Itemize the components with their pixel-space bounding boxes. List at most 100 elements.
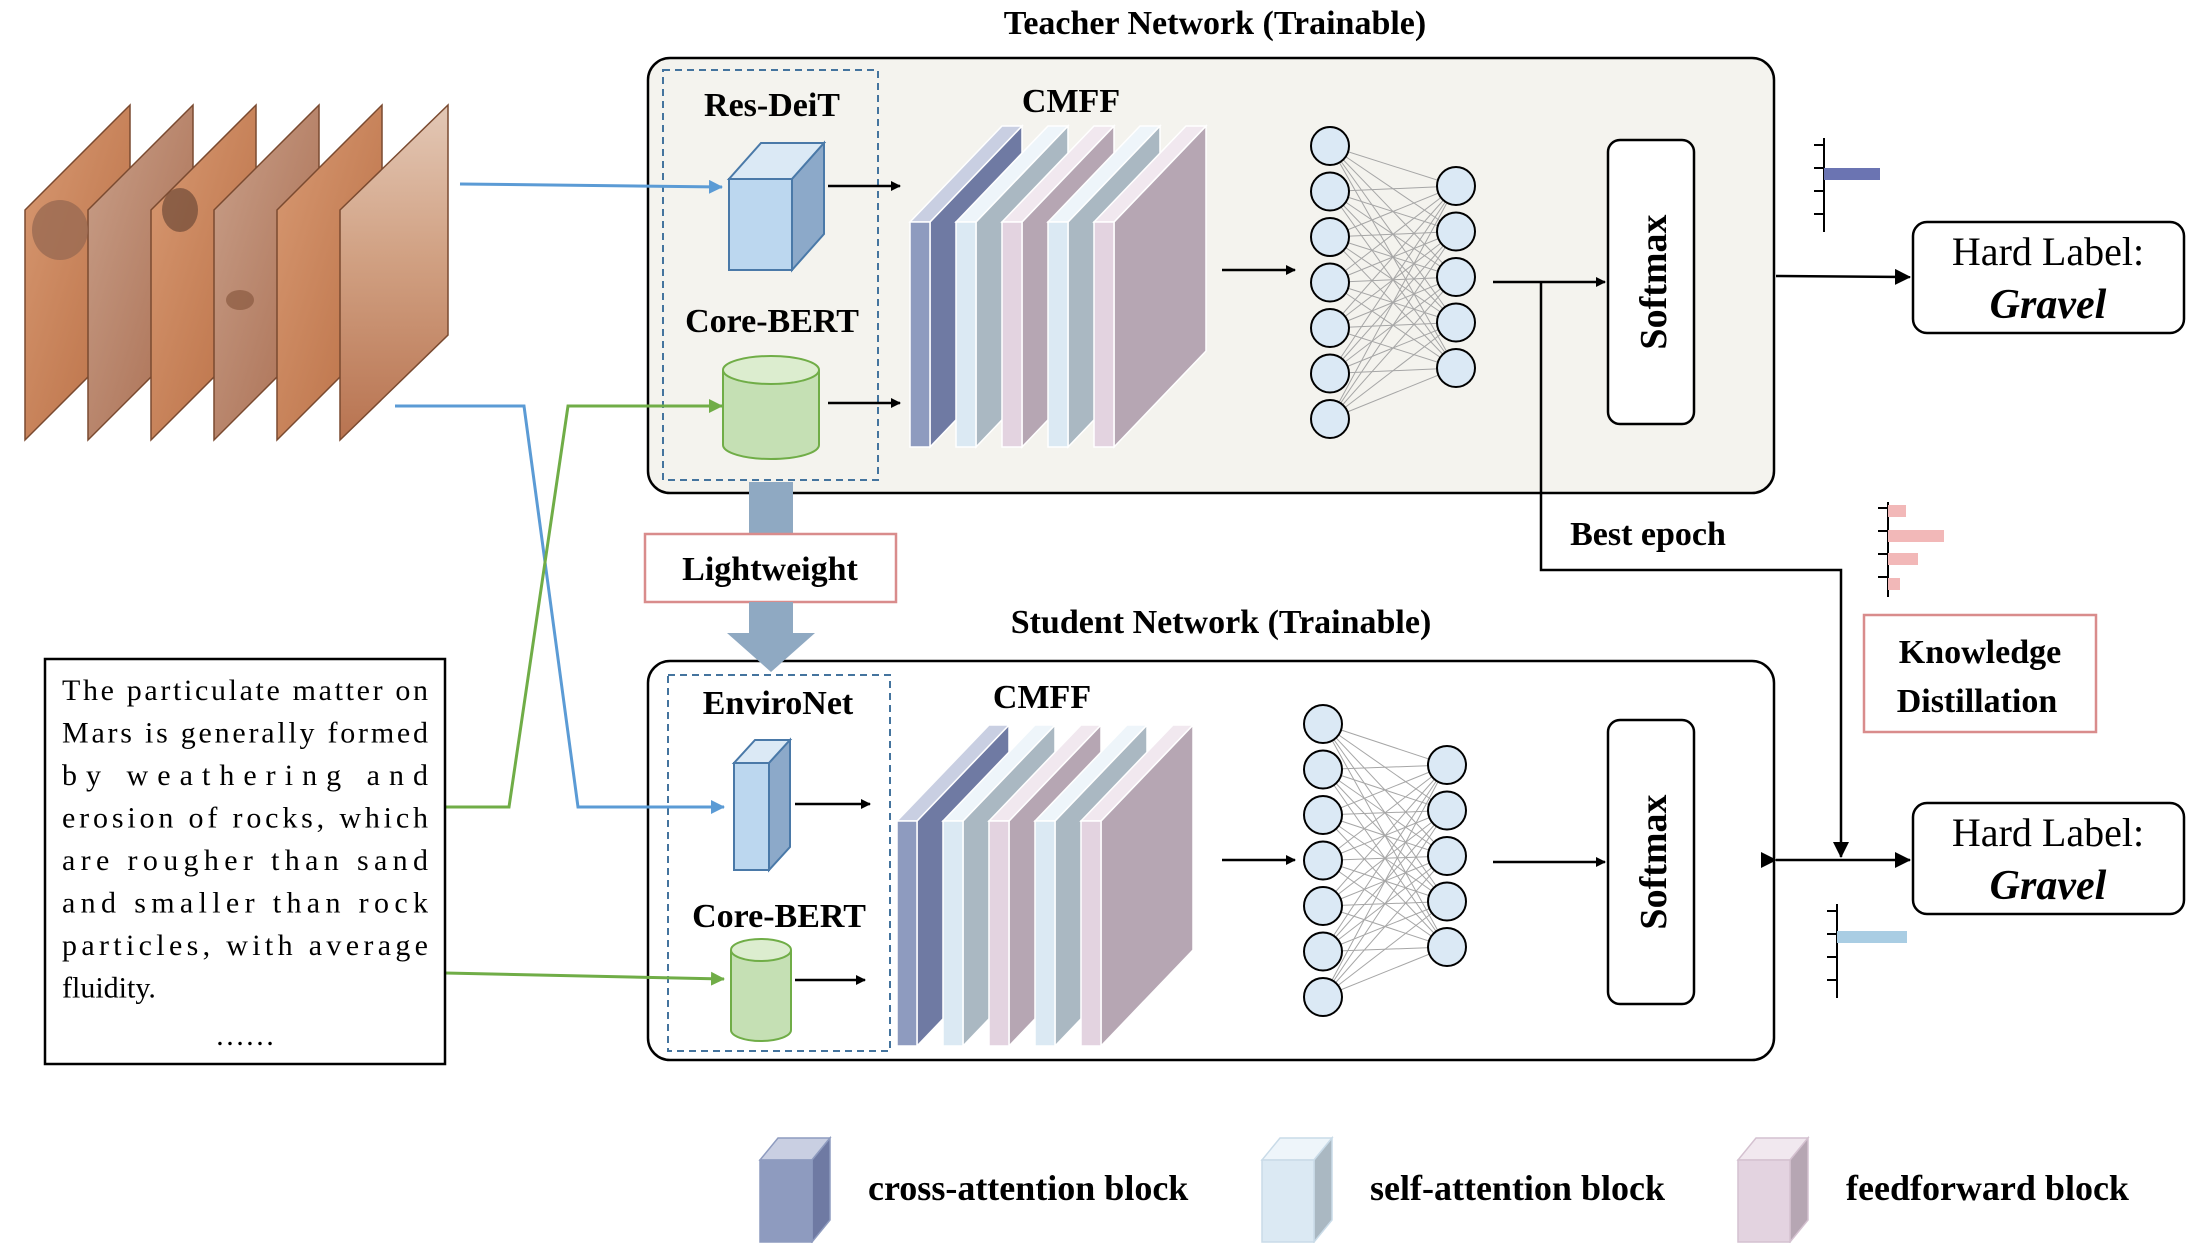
text-input-line: particles, with average [62, 929, 428, 962]
student-text-encoder-cylinder-icon [730, 938, 792, 1042]
mlp-output-node [1436, 211, 1476, 252]
text-input-box [43, 657, 447, 1066]
knowledge-distillation-line-1: Knowledge [1899, 634, 2061, 671]
soft-distribution-icon [1878, 502, 1944, 597]
mlp-input-node [1310, 171, 1350, 212]
student-hard-label-value: Gravel [1990, 863, 2107, 909]
legend-feedforward-label: feedforward block [1846, 1168, 2129, 1208]
teacher-text-encoder-label: Core-BERT [685, 303, 859, 340]
student-mlp-network [1303, 704, 1467, 1017]
mlp-output-node [1427, 836, 1467, 876]
mlp-output-node [1427, 745, 1467, 785]
mlp-input-node [1310, 353, 1350, 394]
teacher-hard-label-title: Hard Label: [1952, 229, 2144, 274]
student-hard-label-title: Hard Label: [1952, 810, 2144, 855]
mlp-input-node [1303, 840, 1343, 881]
mlp-edge [1322, 764, 1448, 998]
mlp-edge [1329, 231, 1457, 420]
mlp-edge [1322, 764, 1448, 861]
mlp-input-node [1310, 217, 1350, 257]
student-softmax-box [1606, 718, 1696, 1006]
mlp-edge [1329, 185, 1457, 238]
student-image-encoder-cube-icon [731, 737, 793, 873]
student-hard-label-box [1911, 801, 2186, 916]
mlp-input-node [1310, 308, 1350, 348]
mlp-input-node [1303, 704, 1343, 744]
legend-self-attention-label: self-attention block [1370, 1168, 1665, 1208]
text-input-line: Mars is generally formed [62, 717, 428, 750]
mars-image-stack [24, 103, 449, 442]
mlp-edge [1329, 185, 1457, 283]
teacher-hard-distribution-icon [1814, 138, 1880, 232]
legend: cross-attention block self-attention blo… [758, 1135, 2129, 1243]
mlp-output-node [1436, 302, 1476, 343]
legend-self-attention-icon [1260, 1135, 1334, 1243]
mlp-input-node [1303, 749, 1343, 790]
cmff-block [1092, 124, 1208, 449]
text-input-line: The particulate matter on [62, 674, 428, 707]
mlp-edge [1322, 764, 1448, 907]
cmff-block [1079, 723, 1195, 1048]
mlp-edge [1322, 946, 1448, 998]
mlp-edge [1329, 185, 1457, 374]
mlp-edge [1322, 810, 1448, 998]
text-to-teacher-path [445, 399, 723, 809]
mlp-output-node [1427, 927, 1467, 967]
mlp-input-node [1310, 399, 1350, 439]
mlp-output-node [1436, 166, 1476, 206]
student-image-encoder-label: EnviroNet [703, 685, 854, 722]
student-cmff-label: CMFF [993, 679, 1091, 716]
teacher-title: Teacher Network (Trainable) [1004, 5, 1426, 42]
legend-cross-attention-icon [758, 1135, 832, 1243]
mlp-edge [1322, 855, 1448, 998]
teacher-image-encoder-label: Res-DeiT [704, 87, 840, 124]
teacher-softmax-to-label [1775, 268, 1911, 285]
text-input-line: by weathering and [62, 759, 428, 792]
teacher-text-encoder-cylinder-icon [722, 355, 820, 460]
lightweight-label: Lightweight [682, 551, 858, 588]
mlp-input-node [1303, 886, 1343, 926]
student-encoder-group [667, 674, 891, 1052]
mlp-input-node [1310, 262, 1350, 303]
mlp-input-node [1310, 126, 1350, 166]
text-input-line: fluidity. [62, 972, 156, 1005]
mlp-output-node [1427, 790, 1467, 831]
mlp-edge [1329, 185, 1457, 420]
teacher-hard-label-box [1911, 220, 2186, 335]
legend-feedforward-icon [1736, 1135, 1810, 1243]
knowledge-distillation-box [1862, 613, 2098, 734]
student-softmax-label: Softmax [1633, 794, 1675, 929]
mlp-edge [1322, 764, 1448, 770]
lightweight-label-box [643, 532, 898, 604]
best-epoch-label: Best epoch [1570, 516, 1726, 553]
mlp-edge [1329, 322, 1457, 420]
image-to-student-path [395, 404, 725, 814]
text-input-line: and smaller than rock [62, 887, 428, 920]
text-input-ellipsis: …… [215, 1019, 275, 1052]
text-to-student-path [444, 971, 725, 986]
mlp-output-node [1436, 257, 1476, 297]
legend-cross-attention-label: cross-attention block [868, 1168, 1188, 1208]
mlp-output-node [1427, 881, 1467, 922]
mlp-edge [1329, 367, 1457, 420]
mlp-output-node [1436, 348, 1476, 388]
mlp-edge [1322, 901, 1448, 998]
knowledge-distillation-line-2: Distillation [1897, 683, 2058, 720]
lightweight-shaft-top [749, 482, 793, 534]
teacher-image-encoder-cube-icon [726, 140, 827, 273]
student-text-encoder-label: Core-BERT [692, 898, 866, 935]
mlp-input-node [1303, 931, 1343, 972]
mlp-input-node [1303, 795, 1343, 835]
teacher-hard-label-value: Gravel [1990, 282, 2107, 328]
image-to-teacher-path [459, 179, 723, 194]
teacher-mlp-network [1310, 126, 1476, 439]
mlp-edge [1329, 276, 1457, 420]
mlp-edge [1329, 185, 1457, 329]
teacher-softmax-box [1606, 138, 1696, 426]
best-epoch-path [1539, 282, 1849, 858]
teacher-encoder-group [662, 69, 879, 481]
mlp-edge [1322, 764, 1448, 952]
mlp-input-node [1303, 977, 1343, 1017]
student-title: Student Network (Trainable) [1011, 604, 1432, 641]
